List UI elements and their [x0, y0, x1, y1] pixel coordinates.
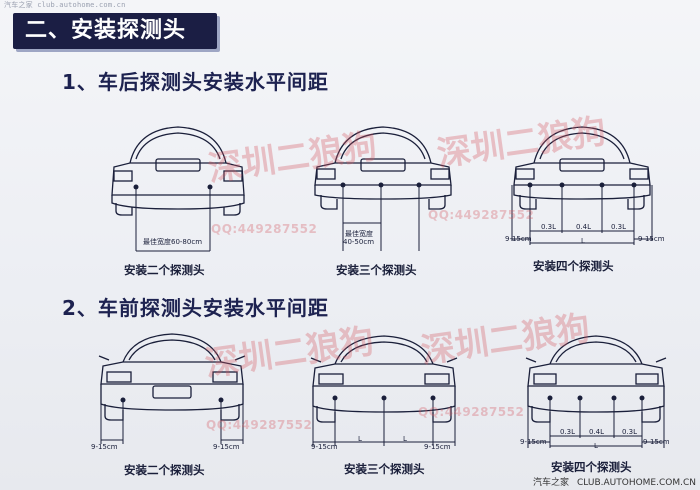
rear-car-two-sensors-drawing — [111, 126, 245, 252]
front-three-edge-left: 9-15cm — [311, 443, 338, 451]
footer-credit: 汽车之家 CLUB.AUTOHOME.COM.CN — [533, 475, 696, 488]
sensor-dot — [133, 184, 139, 190]
rear-four-edge-right: 9-15cm — [638, 235, 665, 243]
front-three-gap-a: L — [358, 435, 362, 443]
rear-four-edge-left: 9-15cm — [505, 235, 532, 243]
license-plate — [155, 158, 201, 172]
rear-two-caption: 安装二个探测头 — [124, 263, 205, 277]
rear-section-heading: 1、车后探测头安装水平间距 — [62, 70, 329, 94]
rear-car-three-sensors-drawing — [314, 126, 452, 251]
front-three-caption: 安装三个探测头 — [344, 462, 425, 476]
rear-car-three-sensors — [313, 123, 453, 263]
front-two-edge-left: 9-15cm — [91, 443, 118, 451]
rear-three-spacing-label-1: 最佳宽度 — [345, 230, 373, 238]
rear-car-four-sensors-drawing — [511, 126, 653, 245]
rear-four-total: L — [581, 237, 585, 245]
front-four-caption: 安装四个探测头 — [551, 460, 632, 474]
rear-window — [129, 126, 227, 164]
sensor-dot — [207, 184, 213, 190]
rear-four-gap-a: 0.3L — [541, 223, 557, 231]
front-four-edge-right: 9-15cm — [643, 438, 670, 446]
front-four-edge-left: 9-15cm — [520, 438, 547, 446]
section-title: 二、安装探测头 — [13, 13, 217, 49]
front-four-gap-a: 0.3L — [560, 428, 576, 436]
front-four-gap-b: 0.4L — [589, 428, 605, 436]
front-three-gap-b: L — [403, 435, 407, 443]
rear-four-gap-c: 0.3L — [611, 223, 627, 231]
rear-car-two-sensors — [108, 123, 248, 263]
front-two-caption: 安装二个探测头 — [124, 463, 205, 477]
front-four-gap-c: 0.3L — [622, 428, 638, 436]
front-two-edge-right: 9-15cm — [213, 443, 240, 451]
rear-two-spacing-label: 最佳宽度60-80cm — [143, 238, 203, 246]
footer-site-cn: 汽车之家 — [533, 478, 570, 488]
front-car-three-sensors — [309, 334, 459, 454]
top-watermark: 汽车之家 club.autohome.com.cn — [4, 1, 126, 9]
rear-three-caption: 安装三个探测头 — [336, 263, 417, 277]
front-car-four-sensors-drawing — [525, 335, 667, 448]
rear-three-spacing-label-2: 40-50cm — [343, 238, 375, 246]
front-three-edge-right: 9-15cm — [424, 443, 451, 451]
front-four-total: L — [594, 442, 598, 450]
front-car-three-sensors-drawing — [310, 335, 458, 446]
front-section-heading: 2、车前探测头安装水平间距 — [62, 296, 329, 320]
rear-four-caption: 安装四个探测头 — [533, 259, 614, 273]
footer-site-url[interactable]: CLUB.AUTOHOME.COM.CN — [577, 478, 696, 488]
front-car-four-sensors — [525, 334, 667, 454]
rear-four-gap-b: 0.4L — [576, 223, 592, 231]
front-car-two-sensors — [97, 332, 247, 452]
front-car-two-sensors-drawing — [98, 333, 246, 444]
rear-car-four-sensors — [511, 123, 653, 263]
